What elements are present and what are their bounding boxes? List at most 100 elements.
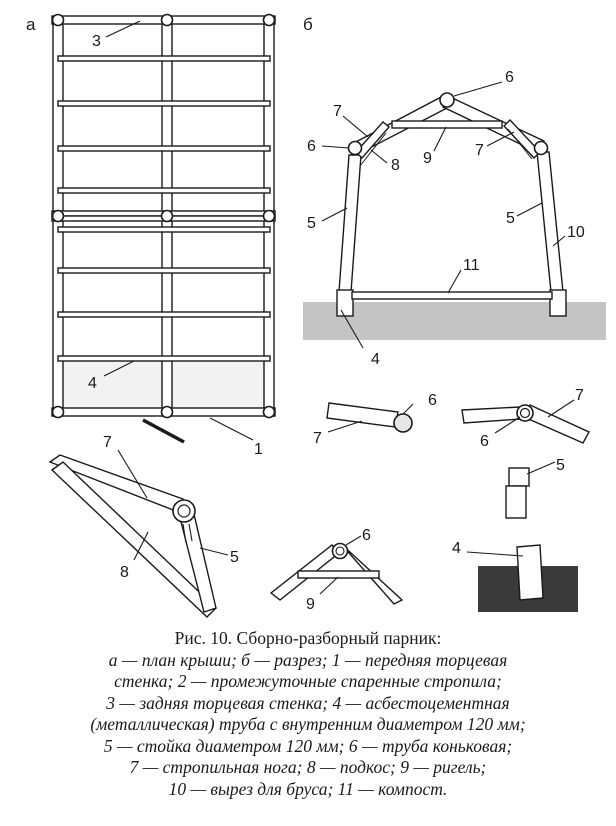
ridge-pipe xyxy=(439,92,455,108)
label-7-right: 7 xyxy=(475,142,484,159)
leader-4 xyxy=(103,360,135,377)
cross-bar xyxy=(57,311,271,318)
detail-a-frame: 6 9 xyxy=(269,527,404,613)
joint xyxy=(262,13,276,27)
label-6-left: 6 xyxy=(307,138,316,155)
leader-8-d5 xyxy=(133,531,149,561)
figure-caption: Рис. 10. Сборно-разборный парник: а — пл… xyxy=(0,628,616,800)
caption-title: Рис. 10. Сборно-разборный парник: xyxy=(174,628,442,648)
post-cap xyxy=(508,467,530,487)
joint xyxy=(160,209,174,223)
label-4-section: 4 xyxy=(371,351,380,368)
caption-line: 10 — вырез для бруса; 11 — компост. xyxy=(168,778,448,799)
cross-bar xyxy=(57,187,271,194)
pipe-piece xyxy=(393,413,413,433)
caption-line: 7 — стропильная нога; 8 — подкос; 9 — ри… xyxy=(129,757,487,777)
joint xyxy=(51,209,65,223)
label-6-top: 6 xyxy=(505,69,514,86)
joint xyxy=(160,405,174,419)
leader-6-d2 xyxy=(494,416,521,434)
joint xyxy=(262,209,276,223)
leader-4-section xyxy=(340,309,364,349)
rafter-long xyxy=(48,454,187,517)
strut-right xyxy=(503,118,541,160)
eave-pipe-left xyxy=(347,140,363,156)
label-5-d5: 5 xyxy=(230,549,239,566)
detail-ridge-joint: 6 7 xyxy=(461,387,590,450)
tube-right xyxy=(549,289,567,317)
roof-plan: а xyxy=(26,13,276,458)
post-left xyxy=(338,154,362,293)
cross-bar xyxy=(57,100,271,107)
tube-left xyxy=(336,289,354,317)
leader-5-d3 xyxy=(526,461,556,475)
leader-7-d5 xyxy=(117,449,148,499)
label-11: 11 xyxy=(463,257,480,274)
rafter-piece xyxy=(326,402,399,428)
label-1: 1 xyxy=(254,441,263,458)
label-8-d5: 8 xyxy=(120,564,129,581)
label-5-d3: 5 xyxy=(556,457,565,474)
leader-9 xyxy=(433,126,447,152)
slot xyxy=(182,523,193,544)
strut-left xyxy=(355,121,390,160)
pipe-big-inner xyxy=(177,504,191,518)
label-6-d6: 6 xyxy=(362,527,371,544)
leader-4-d4 xyxy=(466,551,524,557)
leader-9-d6 xyxy=(319,576,339,595)
ridge-pipe-d xyxy=(516,404,534,422)
leader-7-d1 xyxy=(327,420,363,433)
ridge-pipe-inner xyxy=(519,407,531,419)
caption-line: а — план крыши; б — разрез; 1 — передняя… xyxy=(108,649,508,670)
joint xyxy=(262,405,276,419)
leader-10 xyxy=(552,235,566,247)
panel-label-a: а xyxy=(26,15,36,34)
caption-line: 5 — стойка диаметром 120 мм; 6 — труба к… xyxy=(103,735,513,756)
label-7-d5: 7 xyxy=(103,434,112,451)
label-7-d2: 7 xyxy=(575,387,584,404)
strut-line-left xyxy=(359,132,387,167)
detail-rafter-pipe: 6 7 xyxy=(313,392,437,447)
aframe-pipe-inner xyxy=(335,546,345,556)
label-6-d1: 6 xyxy=(428,392,437,409)
cross-bar xyxy=(57,226,271,233)
label-5-right: 5 xyxy=(506,210,515,227)
pipe-big xyxy=(172,499,196,523)
detail-rafter-strut: 7 8 5 xyxy=(48,434,239,618)
label-4-d4: 4 xyxy=(452,540,461,557)
aframe-tie xyxy=(297,570,380,579)
cross-section: б 6 7 6 8 9 xyxy=(303,15,606,368)
label-6-d2: 6 xyxy=(480,433,489,450)
greenhouse-diagram: а xyxy=(26,13,606,618)
leader-5-d5 xyxy=(199,547,229,556)
leader-6-d6 xyxy=(345,535,362,546)
post-right xyxy=(536,151,564,293)
leader-8 xyxy=(370,149,388,164)
caption-line: стенка; 2 — промежуточные спаренные стро… xyxy=(114,671,502,691)
label-7-left: 7 xyxy=(333,103,342,120)
leader-7-left xyxy=(342,115,369,138)
leader-11 xyxy=(447,269,462,294)
collar-tie xyxy=(391,120,503,129)
cross-bar xyxy=(57,145,271,152)
leader-6-top xyxy=(453,81,503,97)
cross-bar xyxy=(57,55,271,62)
label-9-d6: 9 xyxy=(306,596,315,613)
joint xyxy=(51,13,65,27)
compost-bar xyxy=(351,291,553,300)
rafter-piece-left xyxy=(461,406,522,424)
post-body xyxy=(505,485,527,519)
leader-6-left xyxy=(321,145,350,149)
label-10: 10 xyxy=(567,224,585,241)
detail-tube-soil: 4 xyxy=(452,540,578,612)
label-7-d1: 7 xyxy=(313,430,322,447)
leader-3 xyxy=(105,20,141,38)
joints xyxy=(51,13,276,419)
cross-bars xyxy=(57,55,271,362)
leader-7-d2 xyxy=(547,399,575,418)
leader-1 xyxy=(209,417,254,441)
joint xyxy=(51,405,65,419)
caption-line: (металлическая) труба с внутренним диаме… xyxy=(90,714,526,734)
cross-bar xyxy=(57,355,271,362)
joint xyxy=(160,13,174,27)
